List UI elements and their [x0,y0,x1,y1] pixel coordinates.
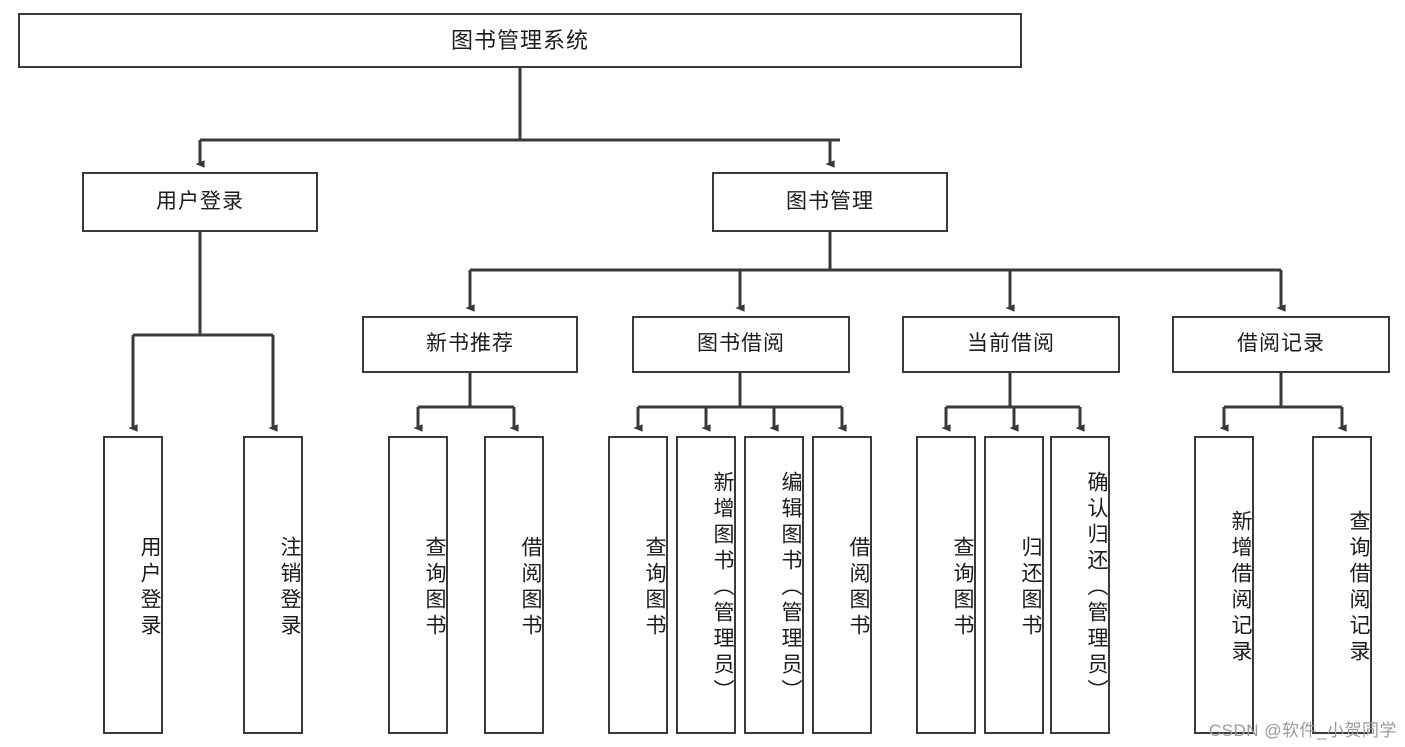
node-leaf-query-borrow-record[interactable]: 查询借阅记录 [1312,436,1372,734]
node-label: 用户登录 [156,189,244,213]
node-leaf-logout[interactable]: 注销登录 [243,436,303,734]
node-label: 用户登录 [138,536,161,640]
node-level3-borrow-record[interactable]: 借阅记录 [1172,316,1390,373]
node-label: 查询图书 [643,536,666,640]
node-label: 图书管理 [786,189,874,213]
watermark: CSDN @软件_小贺同学 [1208,721,1397,740]
node-label: 确认归还（管理员） [1085,471,1108,705]
node-leaf-query-book-borrow[interactable]: 查询图书 [608,436,668,734]
node-leaf-confirm-return-admin[interactable]: 确认归还（管理员） [1050,436,1110,734]
node-leaf-user-login[interactable]: 用户登录 [103,436,163,734]
node-label: 借阅图书 [847,536,870,640]
node-leaf-borrow-book[interactable]: 借阅图书 [812,436,872,734]
node-label: 查询借阅记录 [1347,510,1370,666]
node-label: 归还图书 [1019,536,1042,640]
node-label: 当前借阅 [967,332,1055,356]
node-label: 新增图书（管理员） [711,471,734,705]
node-label: 借阅记录 [1237,332,1325,356]
node-leaf-edit-book-admin[interactable]: 编辑图书（管理员） [744,436,804,734]
node-leaf-borrow-book-recommend[interactable]: 借阅图书 [484,436,544,734]
node-label: 查询图书 [423,536,446,640]
node-label: 新增借阅记录 [1229,510,1252,666]
node-label: 注销登录 [278,536,301,640]
node-label: 查询图书 [951,536,974,640]
node-label: 图书管理系统 [450,27,589,53]
node-level3-book-borrow[interactable]: 图书借阅 [632,316,850,373]
node-label: 新书推荐 [426,332,514,356]
node-leaf-return-book[interactable]: 归还图书 [984,436,1044,734]
node-level3-current-borrow[interactable]: 当前借阅 [902,316,1120,373]
node-label: 图书借阅 [697,332,785,356]
node-label: 编辑图书（管理员） [779,471,802,705]
node-level3-new-book-recommend[interactable]: 新书推荐 [362,316,578,373]
node-leaf-query-book-recommend[interactable]: 查询图书 [388,436,448,734]
node-leaf-query-book-current[interactable]: 查询图书 [916,436,976,734]
node-root[interactable]: 图书管理系统 [18,13,1022,68]
node-leaf-add-book-admin[interactable]: 新增图书（管理员） [676,436,736,734]
node-label: 借阅图书 [519,536,542,640]
node-leaf-add-borrow-record[interactable]: 新增借阅记录 [1194,436,1254,734]
node-level2-book-management[interactable]: 图书管理 [712,172,948,232]
node-level2-user-login[interactable]: 用户登录 [82,172,318,232]
